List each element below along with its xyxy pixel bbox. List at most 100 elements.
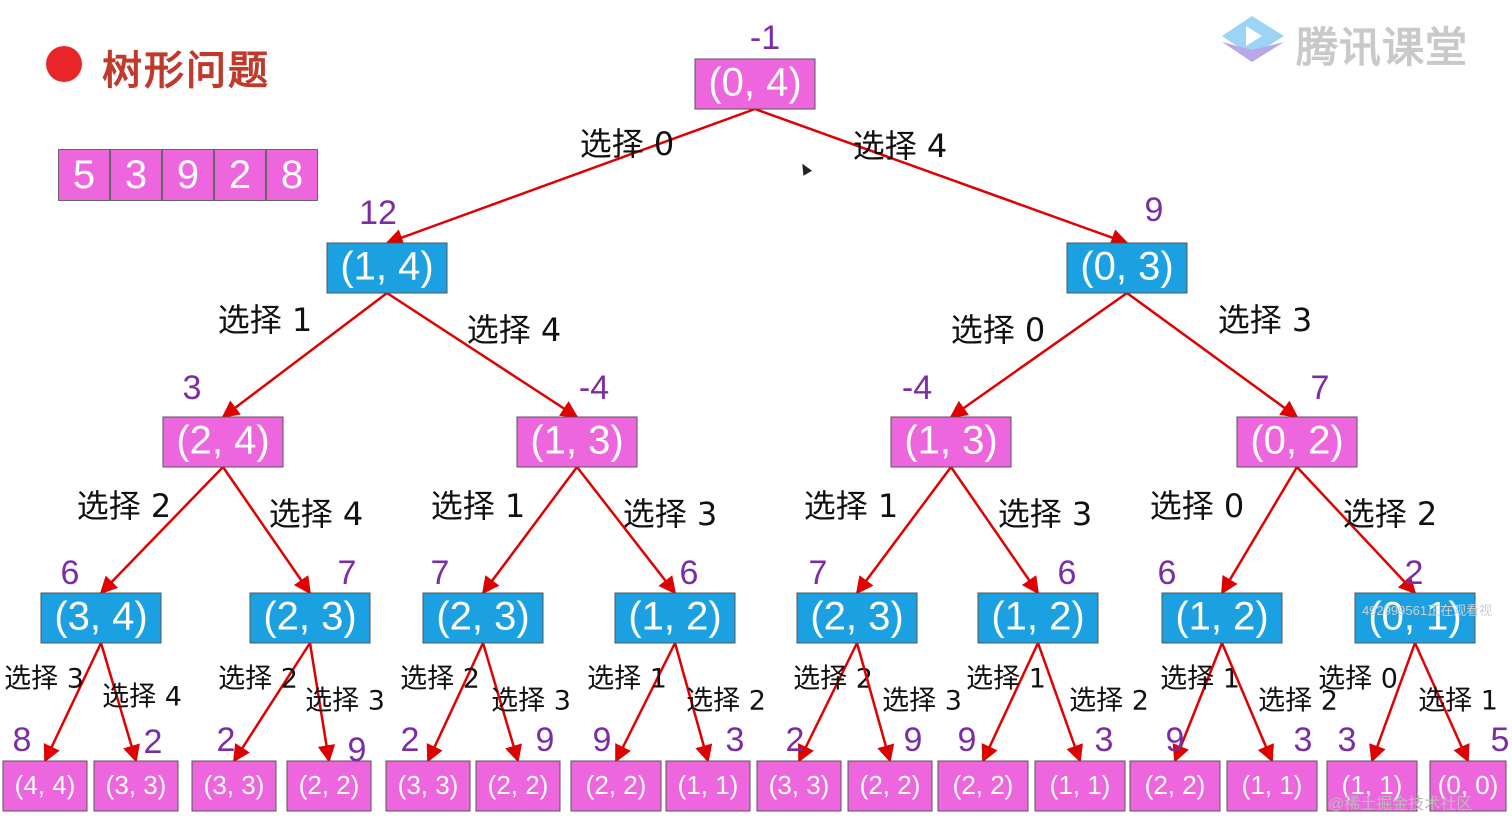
tree-edge: [1220, 642, 1274, 763]
tree-node-label: (2, 2): [299, 770, 360, 800]
tree-edge: [385, 107, 756, 246]
edge-choice-label: 选择 1: [587, 664, 667, 695]
node-score: 12: [359, 194, 397, 232]
tree-node-box: [1226, 760, 1318, 812]
node-score: 6: [680, 554, 699, 592]
tree-edge: [99, 466, 224, 595]
edge-choice-label: 选择 2: [218, 664, 298, 695]
tree-node-box: [796, 592, 918, 644]
tree-edge: [949, 291, 1128, 419]
tree-node-box: [1066, 242, 1188, 294]
edge-choice-label: 选择 1: [1418, 686, 1498, 717]
node-score: 7: [809, 554, 828, 592]
array-cell: 8: [266, 149, 318, 201]
tree-node-box: [422, 592, 544, 644]
edge-choice-label: 选择 0: [951, 311, 1046, 349]
node-score: 9: [536, 721, 555, 759]
edge-choice-label: 选择 3: [623, 495, 718, 533]
tree-node-label: (0, 2): [1250, 419, 1343, 463]
tree-node-label: (0, 1): [1368, 595, 1461, 639]
tree-node-box: [516, 416, 638, 468]
tree-edge: [43, 642, 103, 763]
tree-edge: [1220, 466, 1299, 595]
tree-node-box: [614, 592, 736, 644]
tree-node-label: (0, 4): [708, 61, 801, 105]
tree-node-label: (1, 3): [530, 419, 623, 463]
node-score: 9: [1145, 191, 1164, 229]
tree-node-label: (2, 4): [176, 419, 269, 463]
tree-edge: [481, 466, 579, 595]
tree-node-box: [93, 760, 179, 812]
edge-choice-label: 选择 0: [1318, 664, 1398, 695]
node-score: -1: [750, 19, 780, 57]
tree-node-box: [1034, 760, 1126, 812]
tree-node-box: [326, 242, 448, 294]
tree-node-label: (3, 3): [106, 770, 167, 800]
tree-node-label: (1, 2): [991, 595, 1084, 639]
tree-edge: [1296, 466, 1417, 595]
tree-node-label: (3, 3): [204, 770, 265, 800]
node-score: 6: [1158, 554, 1177, 592]
tree-edge: [1036, 642, 1083, 763]
tree-edge: [576, 466, 677, 595]
tree-edge: [221, 292, 388, 419]
tree-node-label: (1, 4): [340, 245, 433, 289]
node-score: 6: [61, 554, 80, 592]
tree-edge: [754, 107, 1129, 246]
node-score: 5: [1491, 721, 1510, 759]
tree-node-label: (3, 4): [54, 595, 147, 639]
node-score: 9: [904, 721, 923, 759]
array-cell: 5: [58, 149, 110, 201]
tree-node-label: (1, 2): [628, 595, 721, 639]
edge-choice-label: 选择 2: [1343, 495, 1438, 533]
tree-edge: [1369, 642, 1417, 763]
tree-node-box: [1354, 592, 1476, 644]
tree-edge: [855, 642, 895, 763]
tree-node-box: [977, 592, 1099, 644]
edge-choice-label: 选择 2: [400, 664, 480, 695]
tree-edge: [981, 642, 1040, 763]
logo-text: 腾讯课堂: [1296, 23, 1469, 72]
array-cell: 3: [110, 149, 162, 201]
tree-node-box: [385, 760, 471, 812]
title-bullet-icon: [46, 46, 82, 82]
page-title: 树形问题: [102, 47, 270, 94]
tree-edge: [221, 466, 312, 595]
tree-node-label: (2, 3): [810, 595, 903, 639]
node-score: 6: [1058, 554, 1077, 592]
edge-choice-label: 选择 1: [1160, 664, 1240, 695]
array-cell: 9: [162, 149, 214, 201]
tree-node-box: [286, 760, 372, 812]
node-score: 2: [786, 721, 805, 759]
edge-choice-label: 选择 3: [305, 686, 385, 717]
node-score: 3: [1294, 721, 1313, 759]
node-score: 3: [1338, 721, 1357, 759]
edge-choice-label: 选择 3: [882, 686, 962, 717]
tree-node-box: [1236, 416, 1358, 468]
tree-edge: [797, 642, 859, 763]
tree-node-box: [162, 416, 284, 468]
tree-node-label: (1, 2): [1175, 595, 1268, 639]
node-score: 2: [401, 721, 420, 759]
edge-choice-label: 选择 1: [431, 487, 526, 525]
tree-node-label: (1, 1): [1050, 770, 1111, 800]
tree-node-box: [847, 760, 933, 812]
tree-node-label: (2, 2): [953, 770, 1014, 800]
node-score: 8: [13, 721, 32, 759]
tree-edge: [1172, 642, 1224, 763]
tree-node-box: [665, 760, 751, 812]
tree-node-label: (3, 3): [769, 770, 830, 800]
tree-edge: [1413, 642, 1470, 763]
tree-node-box: [1429, 760, 1507, 812]
tree-node-box: [475, 760, 561, 812]
tree-node-box: [694, 58, 816, 110]
tree-edge: [99, 642, 140, 763]
tree-edge: [614, 642, 677, 763]
edge-choice-label: 选择 2: [77, 487, 172, 525]
node-score: -4: [902, 369, 932, 407]
edge-choice-label: 选择 2: [1069, 686, 1149, 717]
tree-node-box: [1326, 760, 1418, 812]
tree-node-box: [191, 760, 277, 812]
